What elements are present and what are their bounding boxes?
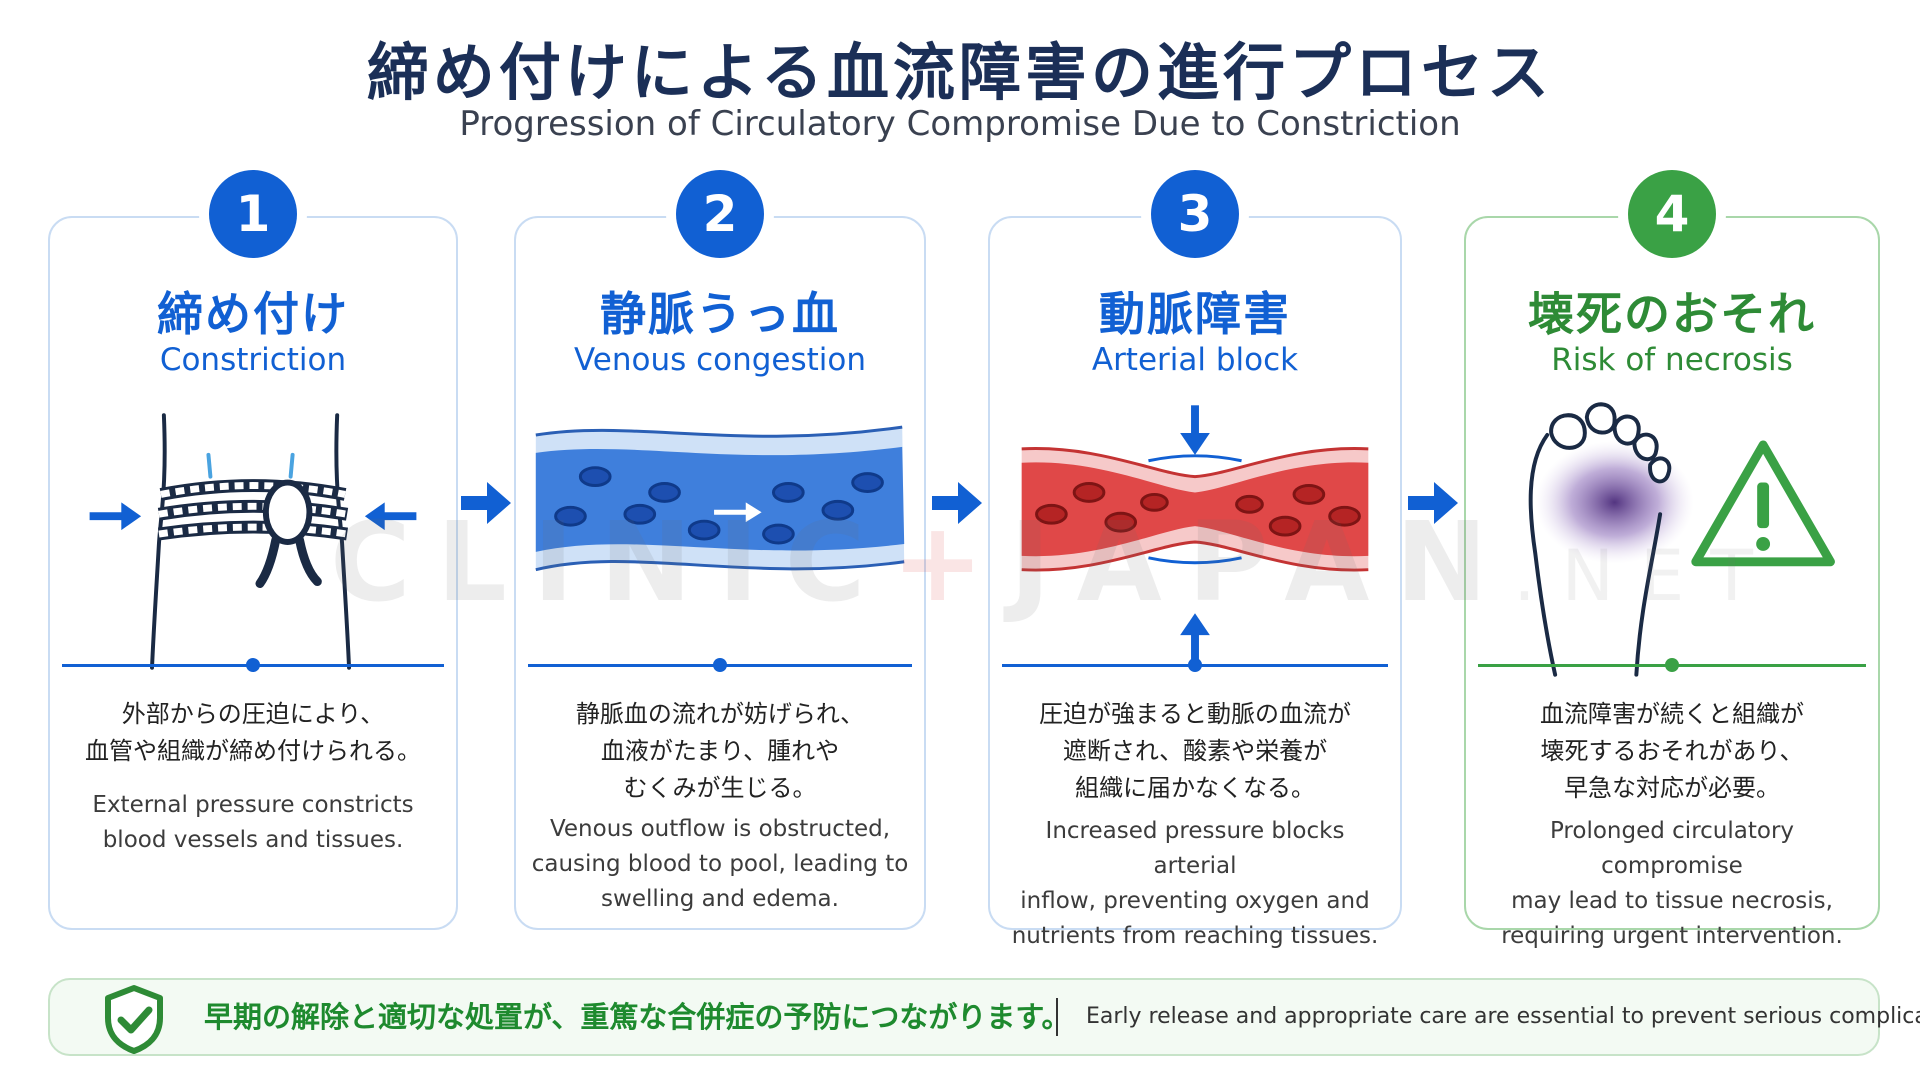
stage-card-constriction: 1 締め付け Constriction 外部からの圧迫により、 血管や組織が締め… xyxy=(48,170,458,930)
stage-card-venous-congestion: 2 静脈うっ血 Venous congestion 静脈血の流れが妨げられ、 血… xyxy=(514,170,926,930)
footer-message-en: Early release and appropriate care are e… xyxy=(1086,1004,1920,1029)
shield-check-icon xyxy=(105,985,163,1054)
stage-number-badge: 4 xyxy=(1628,170,1716,258)
stage-card-arterial-block: 3 動脈障害 Arterial block 圧迫が強まると動脈の血流が 遮断され… xyxy=(988,170,1402,949)
vein-congestion-icon xyxy=(535,425,905,572)
stage-description-ja: 圧迫が強まると動脈の血流が 遮断され、酸素や栄養が 組織に届かなくなる。 xyxy=(1039,700,1351,802)
rope-knot-constriction-icon xyxy=(89,413,417,670)
stage-description-ja: 血流障害が続くと組織が 壊死するおそれがあり、 早急な対応が必要。 xyxy=(1540,700,1804,802)
stage-title-en: Venous congestion xyxy=(573,342,867,378)
stage-divider xyxy=(528,658,912,672)
stage-description-en: External pressure constricts blood vesse… xyxy=(92,792,414,853)
stage-title-ja: 静脈うっ血 xyxy=(600,287,840,341)
stage-card-necrosis-risk: 4 壊死のおそれ Risk of necrosis 血流障害が続くと組織が 壊死… xyxy=(1464,170,1880,949)
footer-message-ja: 早期の解除と適切な処置が、重篤な合併症の予防につながります。 xyxy=(204,1000,1071,1034)
stage-number-badge: 1 xyxy=(209,170,297,258)
page-title: 締め付けによる血流障害の進行プロセス xyxy=(366,36,1554,109)
stage-title-en: Arterial block xyxy=(1091,342,1299,378)
stage-title-ja: 動脈障害 xyxy=(1099,287,1291,341)
stage-description-ja: 外部からの圧迫により、 血管や組織が締め付けられる。 xyxy=(85,700,421,765)
stage-divider xyxy=(1002,658,1388,672)
stage-title-en: Risk of necrosis xyxy=(1551,342,1793,378)
arrow-right-icon xyxy=(1408,482,1458,524)
stage-divider xyxy=(1478,658,1866,672)
arrow-right-icon xyxy=(932,482,982,524)
artery-compression-icon xyxy=(1021,405,1369,665)
footer-banner: 早期の解除と適切な処置が、重篤な合併症の予防につながります。 Early rel… xyxy=(48,978,1920,1056)
necrotic-foot-warning-icon xyxy=(1528,402,1835,677)
stage-divider xyxy=(62,658,444,672)
stage-number-badge: 2 xyxy=(676,170,764,258)
stage-number-badge: 3 xyxy=(1151,170,1239,258)
page-subtitle: Progression of Circulatory Compromise Du… xyxy=(459,104,1461,144)
stage-title-ja: 壊死のおそれ xyxy=(1528,287,1816,341)
stage-description-en: Venous outflow is obstructed, causing bl… xyxy=(531,816,909,912)
stage-description-en: Increased pressure blocks arterial inflo… xyxy=(1011,818,1379,949)
footer-separator xyxy=(1056,998,1058,1036)
stage-title-ja: 締め付け xyxy=(157,287,349,341)
stage-description-en: Prolonged circulatory compromise may lea… xyxy=(1501,818,1843,949)
arrow-right-icon xyxy=(461,482,511,524)
stage-description-ja: 静脈血の流れが妨げられ、 血液がたまり、腫れや むくみが生じる。 xyxy=(575,700,865,802)
stage-title-en: Constriction xyxy=(159,342,347,378)
